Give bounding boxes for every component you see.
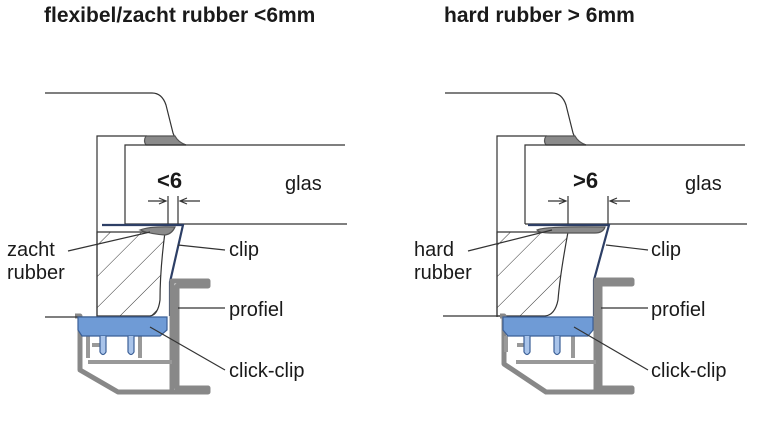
right-rubber-label-2: rubber [414, 262, 472, 284]
right-clip-label: clip [651, 239, 681, 261]
left-clip-label: clip [229, 239, 259, 261]
leader-rubber [67, 231, 151, 252]
glass-top [524, 144, 745, 224]
left-diagram [45, 92, 347, 395]
leader-click-clip [149, 326, 226, 371]
dim-arrows [148, 197, 200, 205]
right-title: hard rubber > 6mm [444, 4, 635, 27]
dim-arrows [548, 197, 630, 205]
rubber-block [496, 231, 569, 317]
right-glass-label: glas [685, 173, 722, 195]
left-dimension: <6 [157, 168, 182, 193]
glazing-seal [143, 135, 187, 146]
leader-rubber [467, 229, 553, 252]
leader-clip [177, 244, 226, 251]
click-clip-feet [523, 336, 561, 356]
leader-click-clip [573, 326, 649, 371]
profile-inner [86, 335, 172, 364]
glass-top [124, 144, 345, 224]
left-title: flexibel/zacht rubber <6mm [44, 4, 316, 27]
rubber-block [96, 231, 166, 317]
right-diagram [443, 92, 747, 395]
click-clip-feet [99, 336, 135, 356]
click-clip [77, 316, 168, 337]
right-rubber-label-1: hard [414, 239, 454, 261]
leader-clip [605, 244, 649, 251]
right-dimension: >6 [573, 168, 598, 193]
profile-inner [504, 336, 596, 364]
left-profile-label: profiel [229, 299, 283, 321]
right-profile-label: profiel [651, 299, 705, 321]
glazing-seal [543, 135, 587, 146]
left-click-clip-label: click-clip [229, 360, 305, 382]
left-rubber-label-1: zacht [7, 239, 55, 261]
right-click-clip-label: click-clip [651, 360, 727, 382]
rubber-seal [138, 226, 176, 236]
left-glass-label: glas [285, 173, 322, 195]
click-clip [502, 316, 594, 337]
rubber-seal [535, 226, 606, 234]
left-rubber-label-2: rubber [7, 262, 65, 284]
